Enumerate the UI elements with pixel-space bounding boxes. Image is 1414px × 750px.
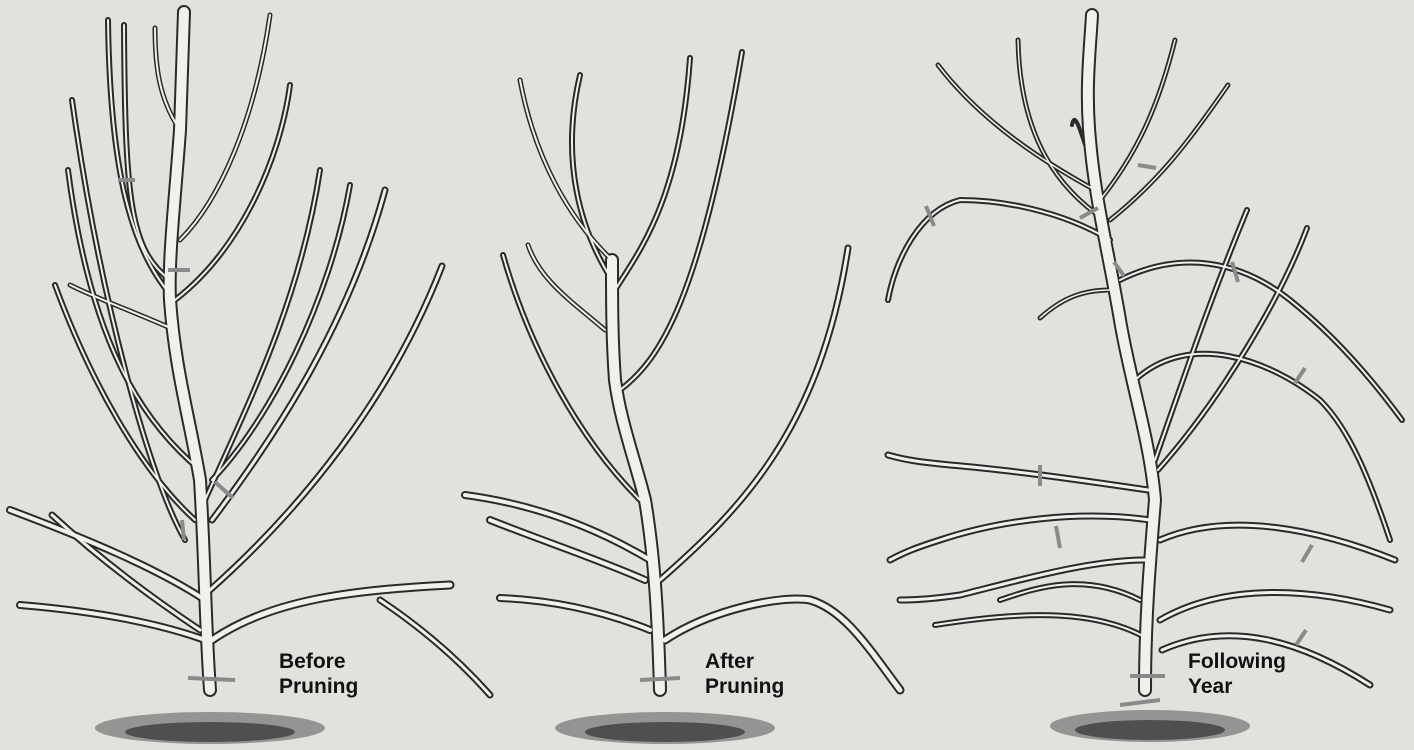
soil-mound-following [1050,710,1250,742]
branches-after [465,52,900,690]
tree-after-pruning [465,52,900,744]
panel-label-after-pruning: After Pruning [705,649,784,699]
soil-mound-before [95,712,325,744]
branch-fill-after [465,52,900,690]
panel-label-following-year: Following Year [1188,649,1286,699]
soil-mound-after [555,712,775,744]
branch-fill-following [888,15,1402,690]
panel-label-before-pruning: Before Pruning [279,649,358,699]
tree-before-pruning [10,12,490,744]
branches-before [10,12,490,695]
tree-following-year [888,15,1402,742]
cut-marks-after [640,678,680,680]
